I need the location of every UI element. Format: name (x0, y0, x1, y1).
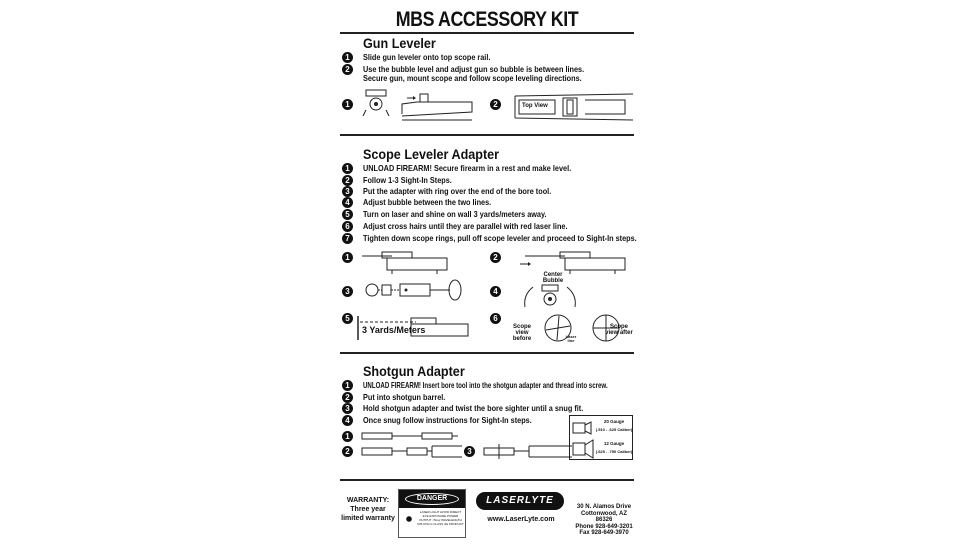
gauge-12-label: 12 Gauge (603, 441, 625, 446)
step-text: Adjust cross hairs until they are parall… (363, 221, 568, 231)
step-text: Adjust bubble between the two lines. (363, 197, 492, 207)
step-number-2: 2 (342, 175, 353, 186)
step-number-1: 1 (342, 380, 353, 391)
warranty-title: WARRANTY: (346, 497, 390, 504)
step-text: UNLOAD FIREARM! Insert bore tool into th… (363, 380, 608, 390)
gauge-12-range: (.625 - .750 Caliber) (595, 449, 633, 454)
adapter-ring-illustration (365, 279, 462, 301)
laserlyte-logo: LASERLYTE (476, 492, 564, 510)
danger-text: LASER LIGHT AVOID DIRECT EYE EXPOSURE PO… (417, 510, 464, 526)
laser-distance-illustration (357, 316, 469, 340)
top-view-illustration (514, 93, 634, 121)
figure-number: 4 (490, 286, 501, 297)
scope-before-label: Scope view before (512, 324, 532, 342)
scope-after-label: Scope view after (605, 324, 633, 336)
gauge-adapter-box: 20 Gauge (.510 - .625 Caliber) 12 Gauge … (569, 415, 633, 460)
fax: Fax 928-649-3970 (579, 530, 629, 536)
step-text: Follow 1-3 Sight-In Steps. (363, 175, 452, 185)
step-number-1: 1 (342, 163, 353, 174)
figure-number: 3 (342, 286, 353, 297)
figure-number: 2 (490, 99, 501, 110)
figure-number: 6 (490, 313, 501, 324)
step-number-3: 3 (342, 403, 353, 414)
step-text: Slide gun leveler onto top scope rail. (363, 52, 491, 62)
distance-label: 3 Yards/Meters (362, 325, 426, 335)
step-number-3: 3 (342, 186, 353, 197)
section-heading-shotgun: Shotgun Adapter (363, 363, 465, 379)
top-view-label: Top View (522, 103, 548, 109)
gauge-adapter-icons (572, 421, 594, 459)
page-title: MBS ACCESSORY KIT (395, 8, 579, 31)
gauge-20-label: 20 Gauge (603, 419, 625, 424)
section-heading-scope-leveler: Scope Leveler Adapter (363, 146, 500, 162)
gauge-20-range: (.510 - .625 Caliber) (595, 427, 633, 432)
figure-number: 2 (342, 446, 353, 457)
step-number-6: 6 (342, 221, 353, 232)
step-text: Tighten down scope rings, pull off scope… (363, 233, 637, 243)
address-line: Cottonwood, AZ 86326 (580, 510, 628, 524)
danger-title: DANGER (405, 493, 459, 505)
divider (340, 479, 634, 481)
step-text: Secure gun, mount scope and follow scope… (363, 73, 582, 83)
figure-number: 3 (464, 446, 475, 457)
danger-header: DANGER (399, 490, 465, 508)
warranty-line: limited warranty (341, 515, 395, 522)
figure-number: 5 (342, 313, 353, 324)
divider (340, 32, 634, 34)
figure-number: 1 (342, 99, 353, 110)
phone: Phone 928-649-3201 (575, 523, 633, 530)
address-block: 30 N. Alamos Drive Cottonwood, AZ 86326 … (572, 504, 636, 537)
step-text: Use the bubble level and adjust gun so b… (363, 64, 585, 74)
step-number-2: 2 (342, 392, 353, 403)
step-number-4: 4 (342, 415, 353, 426)
warranty-block: WARRANTY: Three year limited warranty (340, 496, 396, 523)
step-number-1: 1 (342, 52, 353, 63)
step-number-7: 7 (342, 233, 353, 244)
rifle-in-rest-illustration (362, 251, 448, 274)
address-line: 30 N. Alamos Drive (576, 504, 632, 510)
divider (340, 352, 634, 354)
step-text: Turn on laser and shine on wall 3 yards/… (363, 209, 547, 219)
step-number-2: 2 (342, 64, 353, 75)
laser-line-label: Laser line (565, 334, 577, 343)
step-number-4: 4 (342, 197, 353, 208)
section-heading-gun-leveler: Gun Leveler (363, 35, 436, 51)
step-text: Put into shotgun barrel. (363, 392, 446, 402)
bore-tool-adapter-illustration (361, 432, 458, 440)
twist-adapter-illustration (483, 444, 572, 459)
divider (340, 134, 634, 136)
scope-view-crosshair-illustration (544, 314, 620, 342)
step-text: UNLOAD FIREARM! Secure firearm in a rest… (363, 163, 572, 173)
step-text: Hold shotgun adapter and twist the bore … (363, 403, 584, 413)
danger-label: DANGER LASER LIGHT AVOID DIRECT EYE EXPO… (398, 489, 466, 538)
step-number-5: 5 (342, 209, 353, 220)
bubble-level-illustration (524, 284, 576, 308)
rifle-with-bore-tool-illustration (520, 251, 626, 274)
figure-number: 2 (490, 252, 501, 263)
step-text: Put the adapter with ring over the end o… (363, 186, 552, 196)
gun-leveler-illustration (362, 89, 473, 121)
warranty-line: Three year (350, 506, 386, 513)
figure-number: 1 (342, 252, 353, 263)
website-link[interactable]: www.LaserLyte.com (487, 516, 555, 523)
step-text: Once snug follow instructions for Sight-… (363, 415, 532, 425)
figure-number: 1 (342, 431, 353, 442)
shotgun-barrel-insert-illustration (361, 445, 462, 458)
center-bubble-label: Center Bubble (542, 272, 564, 284)
laser-starburst-icon (403, 513, 415, 525)
